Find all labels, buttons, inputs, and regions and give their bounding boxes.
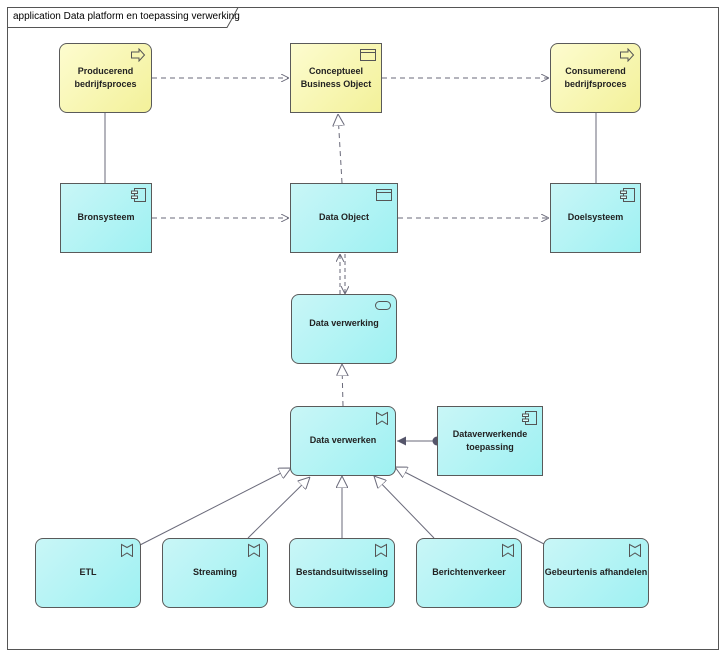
node-conceptueel-business-object[interactable]: Conceptueel Business Object	[290, 43, 382, 113]
node-label: Bronsysteem	[77, 212, 135, 223]
component-icon	[521, 411, 537, 425]
node-label: Data verwerking	[309, 318, 379, 328]
node-label: Berichtenverkeer	[432, 567, 506, 578]
node-gebeurtenis-afhandelen[interactable]: Gebeurtenis afhandelen	[543, 538, 649, 608]
node-dataverwerkende-toepassing[interactable]: Dataverwerkende toepassing	[437, 406, 543, 476]
business-object-icon	[360, 48, 376, 62]
node-label: Producerend bedrijfsproces	[74, 65, 137, 90]
component-icon	[130, 188, 146, 202]
function-icon	[627, 543, 643, 557]
node-label: Data Object	[318, 212, 369, 223]
spec-streaming	[247, 477, 310, 539]
node-doelsysteem[interactable]: Doelsysteem	[550, 183, 641, 253]
function-icon	[500, 543, 516, 557]
node-label: Doelsysteem	[567, 212, 624, 223]
process-arrow-icon	[619, 48, 635, 62]
node-label: Conceptueel Business Object	[300, 65, 372, 90]
process-arrow-icon	[130, 48, 146, 62]
node-data-verwerking[interactable]: Data verwerking	[291, 294, 397, 364]
node-berichtenverkeer[interactable]: Berichtenverkeer	[416, 538, 522, 608]
function-icon	[119, 543, 135, 557]
node-data-verwerken[interactable]: Data verwerken	[290, 406, 396, 476]
service-icon	[375, 299, 391, 313]
spec-etl	[139, 468, 291, 546]
component-icon	[619, 188, 635, 202]
function-icon	[246, 543, 262, 557]
node-label: Consumerend bedrijfsproces	[564, 65, 627, 90]
realization-verwerken-verwerking	[342, 364, 343, 407]
node-label: Bestandsuitwisseling	[295, 567, 389, 578]
node-producerend-bedrijfsproces[interactable]: Producerend bedrijfsproces	[59, 43, 152, 113]
spec-berichtenverkeer	[374, 476, 435, 539]
node-data-object[interactable]: Data Object	[290, 183, 398, 253]
spec-gebeurtenis	[395, 467, 545, 545]
node-streaming[interactable]: Streaming	[162, 538, 268, 608]
node-etl[interactable]: ETL	[35, 538, 141, 608]
node-label: Data verwerken	[309, 435, 377, 446]
node-label: ETL	[79, 567, 97, 578]
node-label: Streaming	[192, 567, 237, 578]
node-label: Gebeurtenis afhandelen	[544, 567, 648, 578]
function-icon	[374, 411, 390, 425]
node-consumerend-bedrijfsproces[interactable]: Consumerend bedrijfsproces	[550, 43, 641, 113]
node-bronsysteem[interactable]: Bronsysteem	[60, 183, 152, 253]
data-object-icon	[376, 188, 392, 202]
realization-dataobject-conceptueel	[338, 114, 342, 184]
node-label: Dataverwerkende toepassing	[452, 428, 528, 453]
function-icon	[373, 543, 389, 557]
node-bestandsuitwisseling[interactable]: Bestandsuitwisseling	[289, 538, 395, 608]
frame-title: application Data platform en toepassing …	[13, 11, 240, 22]
